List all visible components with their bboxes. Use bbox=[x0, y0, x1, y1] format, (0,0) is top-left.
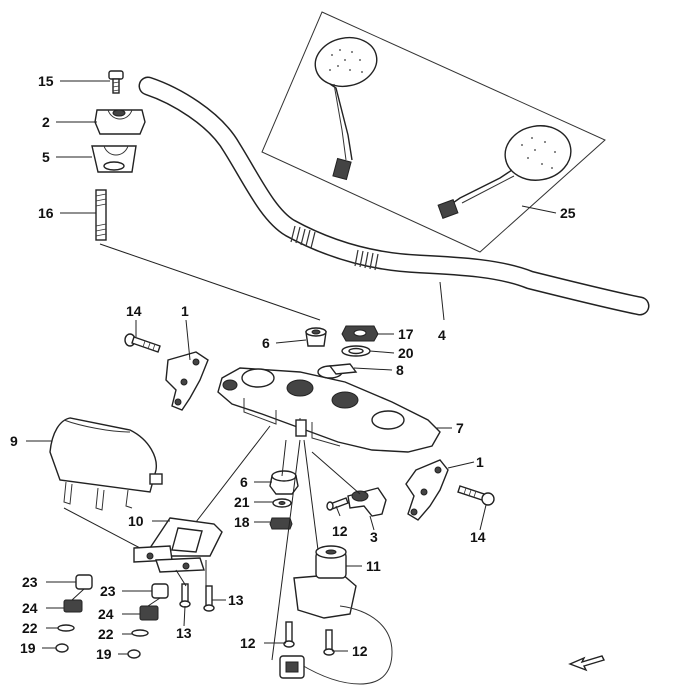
clamp-3 bbox=[347, 487, 387, 517]
callout-1-right: 1 bbox=[476, 454, 484, 470]
callout-13-right: 13 bbox=[228, 592, 244, 608]
screw-13-left bbox=[179, 583, 191, 608]
callout-23-mid: 23 bbox=[100, 583, 116, 599]
screw-13-right bbox=[203, 585, 215, 612]
callout-14-left: 14 bbox=[126, 303, 142, 319]
bushing-6-lower bbox=[269, 470, 299, 495]
leader-lines bbox=[26, 80, 557, 655]
bracket-1-right bbox=[405, 459, 449, 521]
mirror-set-inset bbox=[261, 11, 606, 253]
callout-6-lower: 6 bbox=[240, 474, 248, 490]
callout-5: 5 bbox=[42, 149, 50, 165]
callout-22-left: 22 bbox=[22, 620, 38, 636]
callout-10: 10 bbox=[128, 513, 144, 529]
callout-1-left: 1 bbox=[181, 303, 189, 319]
holder-lower-5 bbox=[91, 145, 137, 173]
callout-24-left: 24 bbox=[22, 600, 38, 616]
top-bridge-7 bbox=[217, 365, 441, 453]
callout-12-lower-right: 12 bbox=[352, 643, 368, 659]
bolt-12-upper bbox=[326, 497, 349, 511]
callout-25: 25 bbox=[560, 205, 576, 221]
nut-19-mid bbox=[127, 649, 141, 659]
callout-14-right: 14 bbox=[470, 529, 486, 545]
washer-20 bbox=[341, 345, 371, 357]
callout-23-left: 23 bbox=[22, 574, 38, 590]
grommet-23-left bbox=[75, 574, 93, 590]
callout-11: 11 bbox=[366, 558, 381, 574]
callout-8: 8 bbox=[396, 362, 404, 378]
nut-17 bbox=[341, 325, 379, 342]
callout-6-upper: 6 bbox=[262, 335, 270, 351]
callout-15: 15 bbox=[38, 73, 54, 89]
bracket-1-left bbox=[165, 351, 209, 411]
bushing-6-upper bbox=[305, 327, 327, 347]
callout-22-mid: 22 bbox=[98, 626, 114, 642]
callout-12-upper: 12 bbox=[332, 523, 348, 539]
callout-16: 16 bbox=[38, 205, 54, 221]
bolt-12-lower-left bbox=[283, 621, 295, 648]
plate-8 bbox=[328, 363, 358, 375]
callout-labels: 15 2 5 16 25 4 14 1 6 17 20 8 9 7 1 6 21… bbox=[10, 73, 576, 662]
washer-22-left bbox=[57, 624, 75, 632]
washer-22-mid bbox=[131, 629, 149, 637]
holder-upper-2 bbox=[94, 109, 146, 135]
bolt-15 bbox=[108, 70, 124, 94]
callout-21: 21 bbox=[234, 494, 250, 510]
callout-19-left: 19 bbox=[20, 640, 36, 656]
callout-9: 9 bbox=[10, 433, 18, 449]
meter-9 bbox=[49, 417, 163, 511]
mirror-left bbox=[314, 36, 378, 181]
washer-21 bbox=[272, 498, 292, 508]
callout-18: 18 bbox=[234, 514, 250, 530]
cushion-24-left bbox=[63, 599, 83, 613]
callout-2: 2 bbox=[42, 114, 50, 130]
callout-13-left: 13 bbox=[176, 625, 192, 641]
meter-bracket-10 bbox=[133, 517, 223, 573]
callout-19-mid: 19 bbox=[96, 646, 112, 662]
bolt-14-left bbox=[124, 333, 161, 353]
stud-16 bbox=[95, 189, 107, 241]
handlebar bbox=[138, 76, 650, 316]
assembly-lines bbox=[63, 425, 361, 661]
callout-17: 17 bbox=[398, 326, 414, 342]
bolt-14-right bbox=[457, 485, 495, 506]
callout-3: 3 bbox=[370, 529, 378, 545]
callout-12-lower-left: 12 bbox=[240, 635, 256, 651]
callout-24-mid: 24 bbox=[98, 606, 114, 622]
callout-7: 7 bbox=[456, 420, 464, 436]
callout-4: 4 bbox=[438, 327, 446, 343]
ignition-switch-11 bbox=[279, 545, 393, 685]
front-arrow-icon bbox=[568, 655, 605, 672]
nut-19-left bbox=[55, 643, 69, 653]
cushion-24-mid bbox=[139, 605, 159, 621]
mirror-right bbox=[437, 125, 572, 219]
grommet-23-mid bbox=[151, 583, 169, 599]
callout-20: 20 bbox=[398, 345, 414, 361]
bolt-12-lower-right bbox=[323, 629, 335, 656]
